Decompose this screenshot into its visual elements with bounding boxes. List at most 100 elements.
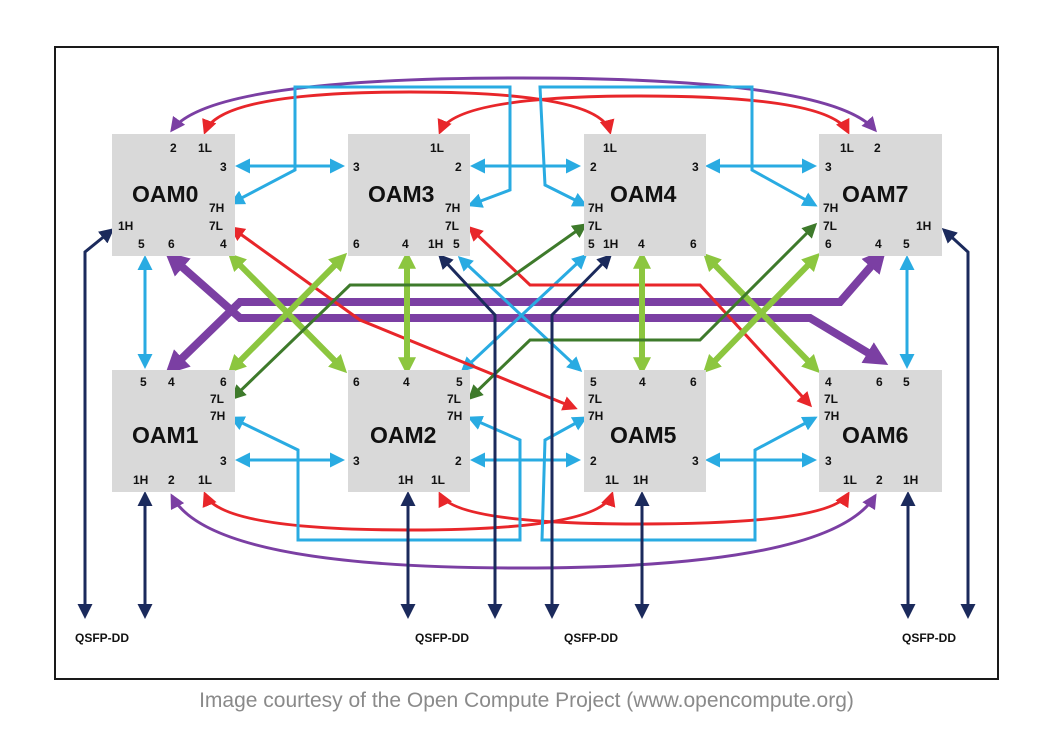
port-label: 7H xyxy=(588,201,603,215)
port-label: 7L xyxy=(445,219,459,233)
port-label: 7H xyxy=(209,201,224,215)
oam1-name: OAM1 xyxy=(132,422,199,448)
qsfp-label: QSFP-DD xyxy=(902,631,956,645)
port-label: 2 xyxy=(590,160,597,174)
port-label: 1H xyxy=(428,237,443,251)
oam5-box xyxy=(584,370,706,492)
port-label: 3 xyxy=(220,160,227,174)
port-label: 2 xyxy=(455,454,462,468)
oam7-name: OAM7 xyxy=(842,181,908,207)
port-label: 7L xyxy=(824,392,838,406)
port-label: 1L xyxy=(198,141,212,155)
oam0-name: OAM0 xyxy=(132,181,198,207)
port-label: 7L xyxy=(209,219,223,233)
port-label: 3 xyxy=(692,454,699,468)
port-label: 7H xyxy=(823,201,838,215)
port-label: 5 xyxy=(903,375,910,389)
port-label: 1H xyxy=(133,473,148,487)
qsfp-labels: QSFP-DD QSFP-DD QSFP-DD QSFP-DD xyxy=(75,631,956,645)
qsfp-label: QSFP-DD xyxy=(75,631,129,645)
port-label: 3 xyxy=(825,454,832,468)
port-label: 1L xyxy=(603,141,617,155)
module-boxes xyxy=(112,134,942,492)
port-label: 3 xyxy=(825,160,832,174)
oam7-box xyxy=(819,134,942,256)
port-label: 1L xyxy=(198,473,212,487)
port-label: 5 xyxy=(138,237,145,251)
oam6-name: OAM6 xyxy=(842,422,908,448)
port-label: 2 xyxy=(170,141,177,155)
port-label: 4 xyxy=(825,375,832,389)
port-label: 1L xyxy=(843,473,857,487)
port-label: 7L xyxy=(447,392,461,406)
port-label: 7L xyxy=(823,219,837,233)
port-label: 6 xyxy=(690,375,697,389)
port-label: 3 xyxy=(220,454,227,468)
lightblue-vertical-links xyxy=(137,253,915,373)
port-label: 3 xyxy=(353,160,360,174)
port-label: 7L xyxy=(588,219,602,233)
navy-links xyxy=(77,227,976,619)
port-label: 4 xyxy=(639,375,646,389)
port-label: 6 xyxy=(876,375,883,389)
purple-links xyxy=(170,76,877,570)
port-label: 5 xyxy=(903,237,910,251)
port-label: 7H xyxy=(824,409,839,423)
port-label: 6 xyxy=(353,375,360,389)
port-label: 3 xyxy=(692,160,699,174)
oam3-box xyxy=(348,134,470,256)
port-label: 1L xyxy=(840,141,854,155)
port-label: 7H xyxy=(447,409,462,423)
oam4-box xyxy=(584,134,706,256)
port-label: 1H xyxy=(118,219,133,233)
oam0-box xyxy=(112,134,235,256)
port-label: 6 xyxy=(690,237,697,251)
port-label: 4 xyxy=(638,237,645,251)
port-label: 1H xyxy=(633,473,648,487)
port-label: 2 xyxy=(168,473,175,487)
port-label: 4 xyxy=(220,237,227,251)
port-label: 7L xyxy=(210,392,224,406)
image-caption: Image courtesy of the Open Compute Proje… xyxy=(199,689,854,712)
port-label: 4 xyxy=(875,237,882,251)
port-label: 1H xyxy=(398,473,413,487)
port-label: 1L xyxy=(605,473,619,487)
port-label: 2 xyxy=(874,141,881,155)
port-label: 6 xyxy=(168,237,175,251)
qsfp-label: QSFP-DD xyxy=(564,631,618,645)
port-label: 5 xyxy=(456,375,463,389)
port-label: 4 xyxy=(403,375,410,389)
oam2-box xyxy=(348,370,470,492)
port-label: 1L xyxy=(430,141,444,155)
port-label: 7L xyxy=(588,392,602,406)
port-label: 1H xyxy=(903,473,918,487)
port-label: 1H xyxy=(916,219,931,233)
port-label: 6 xyxy=(353,237,360,251)
port-label: 1H xyxy=(603,237,618,251)
port-label: 5 xyxy=(588,237,595,251)
port-label: 5 xyxy=(590,375,597,389)
oam3-name: OAM3 xyxy=(368,181,434,207)
port-label: 6 xyxy=(220,375,227,389)
oam2-name: OAM2 xyxy=(370,422,436,448)
oam1-box xyxy=(112,370,235,492)
port-label: 7H xyxy=(210,409,225,423)
oam5-name: OAM5 xyxy=(610,422,677,448)
port-label: 2 xyxy=(876,473,883,487)
module-names: OAM0 OAM3 OAM4 OAM7 OAM1 OAM2 OAM5 OAM6 xyxy=(132,181,908,448)
port-label: 4 xyxy=(168,375,175,389)
port-label: 7H xyxy=(588,409,603,423)
port-labels: 2 1L 3 7H 7L 1H 5 6 4 1L 3 2 7H 7L 6 4 1… xyxy=(118,141,931,487)
qsfp-label: QSFP-DD xyxy=(415,631,469,645)
port-label: 2 xyxy=(455,160,462,174)
port-label: 2 xyxy=(590,454,597,468)
port-label: 4 xyxy=(402,237,409,251)
port-label: 6 xyxy=(825,237,832,251)
port-label: 5 xyxy=(453,237,460,251)
oam6-box xyxy=(819,370,942,492)
port-label: 3 xyxy=(353,454,360,468)
port-label: 7H xyxy=(445,201,460,215)
port-label: 1L xyxy=(431,473,445,487)
port-label: 5 xyxy=(140,375,147,389)
